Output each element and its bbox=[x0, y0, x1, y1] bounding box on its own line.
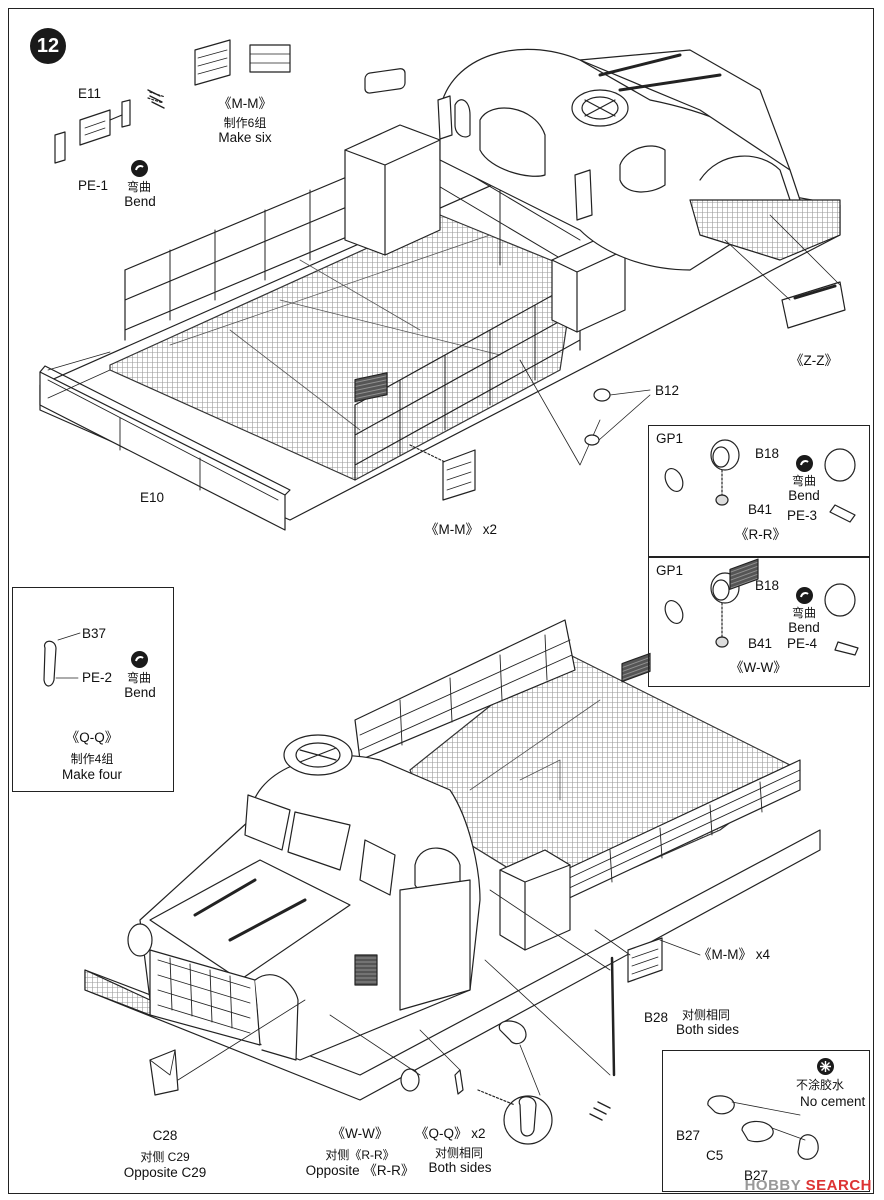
bend-icon bbox=[131, 651, 148, 668]
label-b41-ww: B41 bbox=[748, 636, 773, 651]
label-make-four-cn: 制作4组 bbox=[70, 752, 114, 766]
label-c5: C5 bbox=[706, 1148, 724, 1163]
ww-detail-art bbox=[664, 572, 859, 656]
label-gp1-ww: GP1 bbox=[656, 563, 684, 578]
bottom-truck bbox=[84, 558, 821, 1145]
label-opp-c29-cn: 对侧 C29 bbox=[140, 1150, 190, 1164]
page-frame bbox=[8, 8, 874, 1194]
label-mm-top: 《M-M》 bbox=[218, 96, 272, 111]
label-b18-ww: B18 bbox=[755, 578, 780, 593]
bend-icon bbox=[796, 587, 813, 604]
no-cement-box bbox=[662, 1050, 870, 1192]
top-truck bbox=[39, 39, 846, 531]
label-bend-cn-qq: 弯曲 bbox=[126, 671, 151, 685]
label-opp-rr-en: Opposite 《R-R》 bbox=[305, 1163, 415, 1178]
label-bend-cn-rr: 弯曲 bbox=[791, 474, 816, 488]
label-zz: 《Z-Z》 bbox=[790, 353, 838, 368]
label-bend-cn-ww: 弯曲 bbox=[791, 606, 816, 620]
rr-detail-art bbox=[664, 439, 856, 523]
label-make-six-en: Make six bbox=[218, 130, 272, 145]
bend-icon bbox=[796, 455, 813, 472]
label-pe4: PE-4 bbox=[787, 636, 818, 651]
label-qq-x2: 《Q-Q》 x2 bbox=[415, 1126, 486, 1141]
b27-detail-art bbox=[707, 1095, 819, 1160]
watermark-brand: HOBBY bbox=[744, 1177, 801, 1194]
ww-detail-box bbox=[648, 557, 870, 687]
label-rr: 《R-R》 bbox=[735, 527, 786, 542]
label-bend-en-qq: Bend bbox=[124, 685, 156, 700]
label-opp-rr-cn: 对侧《R-R》 bbox=[325, 1148, 395, 1162]
label-qq: 《Q-Q》 bbox=[65, 730, 119, 745]
label-e10: E10 bbox=[140, 490, 165, 505]
label-b28: B28 bbox=[644, 1010, 669, 1025]
label-e11: E11 bbox=[78, 86, 102, 101]
label-pe2: PE-2 bbox=[82, 670, 113, 685]
no-cement-icon bbox=[817, 1058, 834, 1075]
label-no-cement-cn: 不涂胶水 bbox=[796, 1078, 845, 1092]
label-pe1: PE-1 bbox=[78, 178, 109, 193]
label-ww: 《W-W》 bbox=[730, 660, 787, 675]
label-make-four-en: Make four bbox=[61, 767, 123, 782]
step-number-badge: 12 bbox=[30, 28, 66, 64]
qq-detail-box bbox=[12, 587, 174, 792]
bend-icon bbox=[131, 160, 148, 177]
label-bend-en-rr: Bend bbox=[788, 488, 820, 503]
label-make-six-cn: 制作6组 bbox=[223, 116, 267, 130]
label-pe3: PE-3 bbox=[787, 508, 818, 523]
label-both-sides-cn: 对侧相同 bbox=[682, 1008, 731, 1022]
label-b41-rr: B41 bbox=[748, 502, 773, 517]
label-b12: B12 bbox=[655, 383, 680, 398]
label-b37: B37 bbox=[82, 626, 107, 641]
watermark: HOBBY SEARCH bbox=[745, 1177, 872, 1194]
label-gp1-rr: GP1 bbox=[656, 431, 684, 446]
label-bend-en: Bend bbox=[124, 194, 156, 209]
label-mm-x2: 《M-M》 x2 bbox=[425, 522, 497, 537]
label-no-cement-en: No cement bbox=[800, 1094, 866, 1109]
label-b27b: B27 bbox=[744, 1168, 769, 1183]
label-b27a: B27 bbox=[676, 1128, 701, 1143]
label-mm-x4: 《M-M》 x4 bbox=[698, 947, 770, 962]
label-b18-rr: B18 bbox=[755, 446, 780, 461]
label-both-sides2-en: Both sides bbox=[428, 1160, 492, 1175]
watermark-suffix: SEARCH bbox=[805, 1177, 872, 1194]
label-both-sides2-cn: 对侧相同 bbox=[434, 1146, 483, 1160]
qq-detail-art bbox=[43, 632, 81, 687]
label-ww-bottom: 《W-W》 bbox=[331, 1126, 389, 1141]
label-bend-cn: 弯曲 bbox=[126, 180, 151, 194]
label-bend-en-ww: Bend bbox=[788, 620, 820, 635]
label-both-sides-en: Both sides bbox=[676, 1022, 740, 1037]
label-opp-c29-en: Opposite C29 bbox=[123, 1165, 207, 1180]
label-c28: C28 bbox=[152, 1128, 178, 1143]
rr-detail-box bbox=[648, 425, 870, 557]
